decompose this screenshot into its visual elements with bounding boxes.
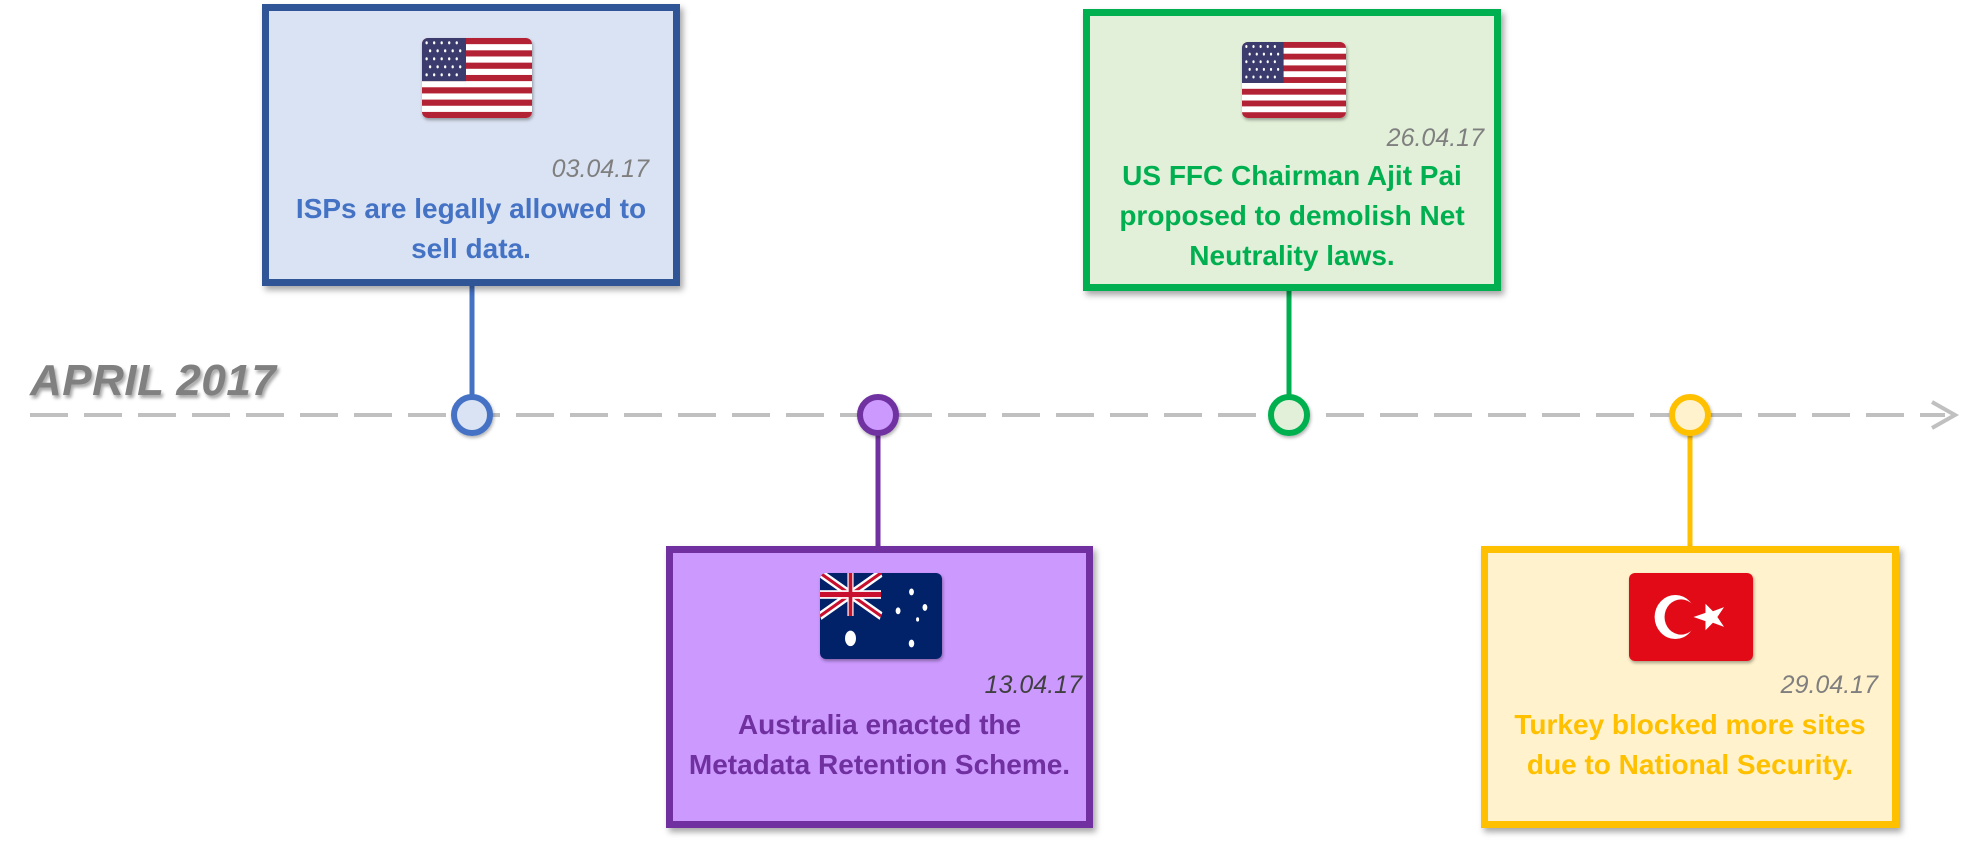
timeline-node[interactable] bbox=[451, 394, 493, 436]
us-flag-icon bbox=[422, 38, 532, 118]
australia-flag-icon bbox=[820, 573, 942, 659]
timeline-node[interactable] bbox=[857, 394, 899, 436]
event-description: US FFC Chairman Ajit Pai proposed to dem… bbox=[1119, 160, 1465, 271]
timeline-node[interactable] bbox=[1268, 394, 1310, 436]
timeline-node[interactable] bbox=[1669, 394, 1711, 436]
event-description: ISPs are legally allowed to sell data. bbox=[295, 193, 647, 264]
event-date: 03.04.17 bbox=[551, 155, 649, 183]
event-card-isps[interactable]: 03.04.17 ISPs are legally allowed to sel… bbox=[262, 4, 680, 286]
timeline-arrowhead bbox=[1931, 400, 1960, 430]
event-card-net-neutrality[interactable]: 26.04.17 US FFC Chairman Ajit Pai propos… bbox=[1083, 9, 1501, 291]
event-card-australia[interactable]: 13.04.17 Australia enacted the Metadata … bbox=[666, 546, 1093, 828]
event-description: Australia enacted the Metadata Retention… bbox=[688, 709, 1071, 780]
event-date: 26.04.17 bbox=[1386, 124, 1484, 152]
timeline-title: APRIL 2017 bbox=[30, 356, 277, 405]
us-flag-icon bbox=[1242, 42, 1346, 118]
event-description: Turkey blocked more sites due to Nationa… bbox=[1514, 709, 1866, 780]
turkey-flag-icon bbox=[1629, 573, 1753, 661]
event-date: 13.04.17 bbox=[984, 671, 1082, 699]
event-date: 29.04.17 bbox=[1780, 671, 1878, 699]
event-card-turkey[interactable]: 29.04.17 Turkey blocked more sites due t… bbox=[1481, 546, 1899, 828]
